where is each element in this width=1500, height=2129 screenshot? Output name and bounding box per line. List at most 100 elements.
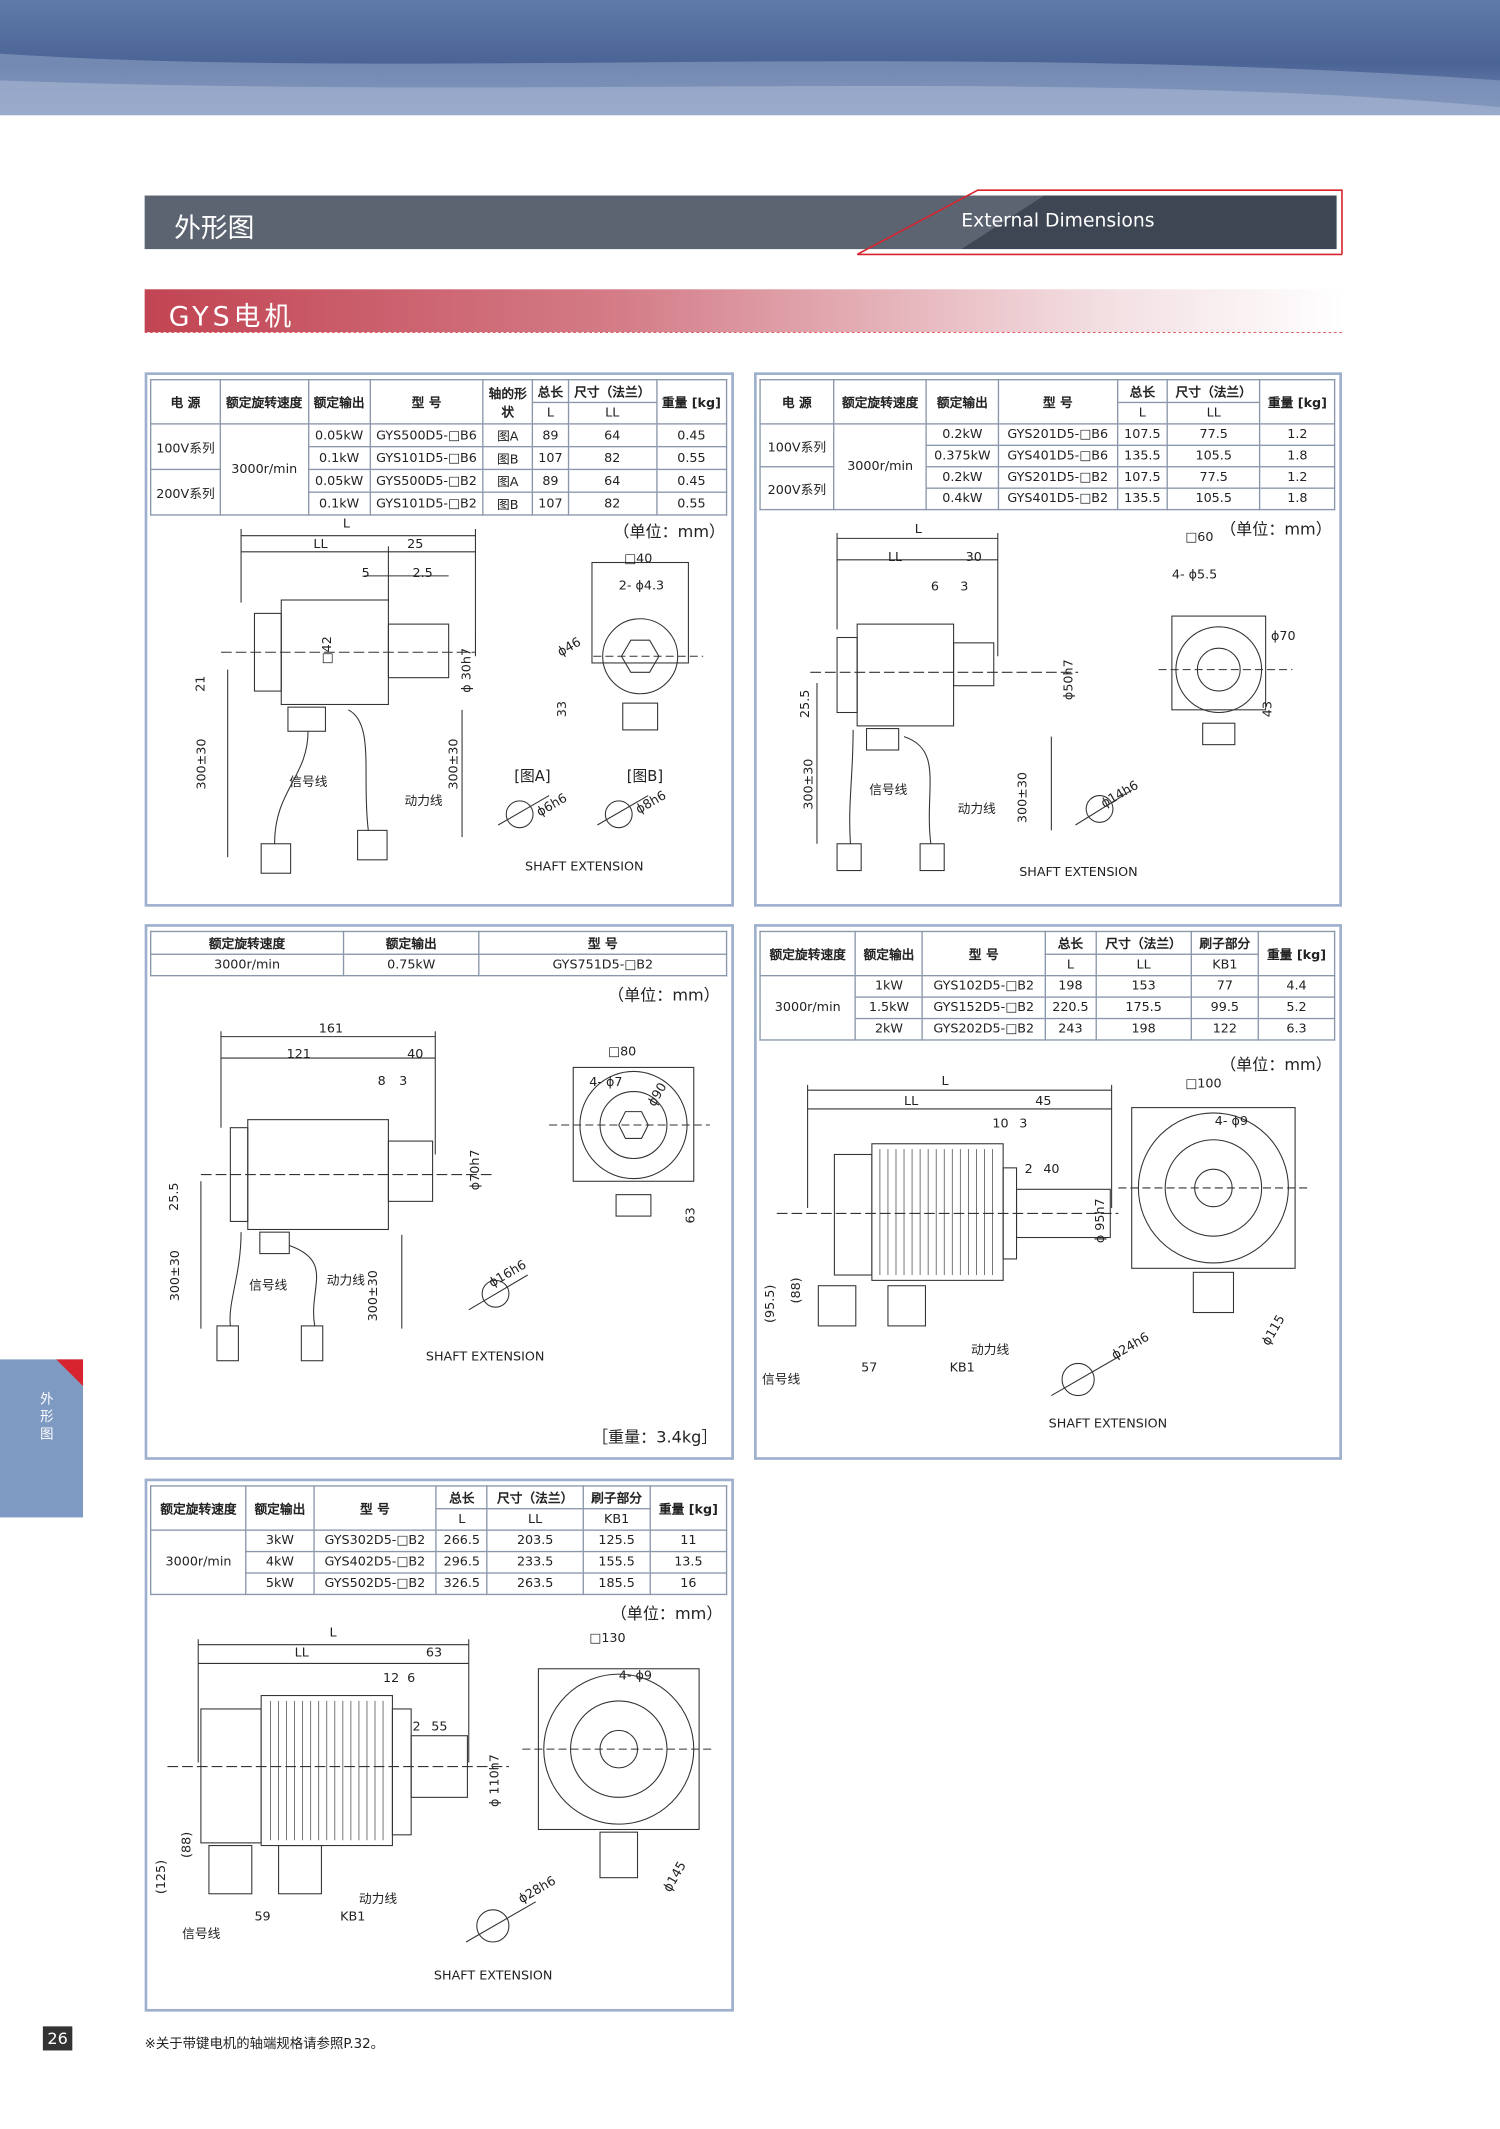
dim-square-100: □100: [1185, 1076, 1222, 1092]
side-chapter-tab[interactable]: 外形图: [0, 1359, 84, 1518]
dim-phi-50h7: ϕ50h7: [1061, 659, 1077, 701]
cell: 0.55: [655, 491, 728, 516]
th-weight: 重量 [kg]: [1257, 930, 1336, 977]
speed-cell: 3000r/min: [149, 1529, 247, 1596]
dim-300-signal: 300±30: [801, 758, 817, 810]
dim-3: 3: [399, 1074, 408, 1089]
dim-59: 59: [254, 1909, 271, 1925]
tab-corner-marker: [56, 1359, 84, 1387]
dim-2: 2: [1024, 1162, 1033, 1178]
cell: 89: [531, 423, 569, 448]
cell: 图A: [482, 468, 534, 493]
cell: 64: [567, 468, 657, 493]
cell: 105.5: [1166, 444, 1261, 468]
header-wave-decoration: [0, 53, 1500, 116]
th-total-length: 总长: [531, 379, 569, 404]
cell: 3kW: [245, 1529, 315, 1553]
cell: 0.75kW: [342, 953, 480, 977]
dim-phi-95h7: ϕ 95h7: [1093, 1198, 1108, 1244]
th-speed: 额定旋转速度: [149, 1485, 247, 1531]
dim-300-signal: 300±30: [168, 1250, 183, 1302]
cell: 77: [1190, 975, 1260, 998]
cell: 198: [1044, 975, 1097, 998]
cell: 1kW: [854, 975, 924, 998]
cell: 1.2: [1259, 423, 1336, 446]
spec-table-2: 电 源 额定旋转速度 额定输出 型 号 总长 尺寸（法兰） 重量 [kg] L …: [759, 379, 1336, 511]
cell: 0.375kW: [926, 444, 999, 468]
th-total-length: 总长: [435, 1485, 489, 1510]
cell: 82: [567, 445, 657, 471]
dim-10: 10: [992, 1116, 1009, 1132]
cell: 203.5: [486, 1529, 584, 1553]
cell: 220.5: [1044, 996, 1097, 1020]
cell: 99.5: [1190, 996, 1260, 1020]
cell: 1.5kW: [854, 996, 924, 1020]
cell: 0.45: [655, 468, 728, 493]
signal-cable-label: 信号线: [289, 775, 328, 791]
dim-LL: LL: [904, 1094, 919, 1109]
dim-6: 6: [930, 579, 939, 595]
side-tab-label: 外形图: [40, 1392, 54, 1443]
dim-3: 3: [960, 579, 969, 595]
cell: 0.55: [655, 445, 728, 471]
cell: GYS500D5-□B2: [369, 468, 484, 493]
cell: 135.5: [1116, 444, 1168, 468]
dim-8: 8: [377, 1074, 386, 1089]
dim-95-5: (95.5): [763, 1284, 778, 1323]
signal-cable-label: 信号线: [182, 1927, 221, 1942]
series-title-bar: GYS电机: [144, 289, 1344, 333]
cell: 185.5: [582, 1572, 651, 1596]
dim-holes: 4- ϕ9: [618, 1668, 652, 1684]
th-power: 电 源: [150, 379, 221, 425]
dim-2: 2: [412, 1719, 421, 1735]
shaft-extension-label: SHAFT EXTENSION: [1019, 865, 1138, 880]
unit-label: （单位：mm）: [1220, 519, 1332, 539]
cell: 0.1kW: [307, 491, 371, 516]
cell: 4.4: [1257, 975, 1336, 998]
cell: 0.05kW: [307, 468, 371, 493]
cell: 135.5: [1116, 487, 1168, 511]
th-output: 额定输出: [342, 930, 480, 955]
cell: GYS751D5-□B2: [478, 953, 728, 977]
shaft-extension-label: SHAFT EXTENSION: [1048, 1416, 1168, 1432]
cell: GYS302D5-□B2: [312, 1529, 437, 1553]
dim-holes: 4- ϕ7: [589, 1075, 623, 1091]
cell: 图B: [482, 491, 534, 516]
th-LL: LL: [486, 1508, 584, 1531]
cell: 图B: [482, 445, 534, 471]
panel-gys-small-b: 电 源 额定旋转速度 额定输出 型 号 总长 尺寸（法兰） 重量 [kg] L …: [754, 372, 1342, 907]
th-total-length: 总长: [1116, 379, 1168, 404]
cell: 图A: [482, 423, 534, 448]
dim-3: 3: [1019, 1116, 1028, 1132]
cell: GYS401D5-□B2: [997, 487, 1119, 511]
drawing-motor-3-5kw: [167, 1639, 713, 1943]
signal-cable-label: 信号线: [249, 1279, 288, 1294]
th-output: 额定输出: [307, 379, 371, 425]
panel-gys-3-5kw: 额定旋转速度 额定输出 型 号 总长 尺寸（法兰） 刷子部分 重量 [kg] L…: [144, 1478, 734, 2012]
dim-square-40: □40: [624, 551, 653, 567]
group-100v: 100V系列: [150, 423, 221, 471]
dim-square-80: □80: [608, 1044, 637, 1060]
shaft-extension-label: SHAFT EXTENSION: [433, 1968, 553, 1984]
cell: 11: [649, 1529, 728, 1553]
cell: GYS201D5-□B6: [997, 423, 1119, 446]
cell: GYS202D5-□B2: [921, 1017, 1046, 1041]
cell: GYS402D5-□B2: [312, 1550, 437, 1574]
dim-holes: 4- ϕ9: [1214, 1114, 1248, 1130]
cell: 0.2kW: [926, 466, 999, 489]
cell: GYS152D5-□B2: [921, 996, 1046, 1020]
th-output: 额定输出: [926, 379, 999, 425]
panel-gys-1-2kw: 额定旋转速度 额定输出 型 号 总长 尺寸（法兰） 刷子部分 重量 [kg] L…: [754, 924, 1342, 1460]
cell: 3000r/min: [150, 953, 345, 977]
dim-LL: LL: [887, 550, 903, 566]
group-100v: 100V系列: [759, 423, 835, 468]
dim-42: □42: [320, 636, 335, 665]
fig-a-label: [图A]: [514, 767, 551, 785]
cell: 89: [531, 468, 569, 493]
dim-21: 21: [193, 675, 209, 692]
